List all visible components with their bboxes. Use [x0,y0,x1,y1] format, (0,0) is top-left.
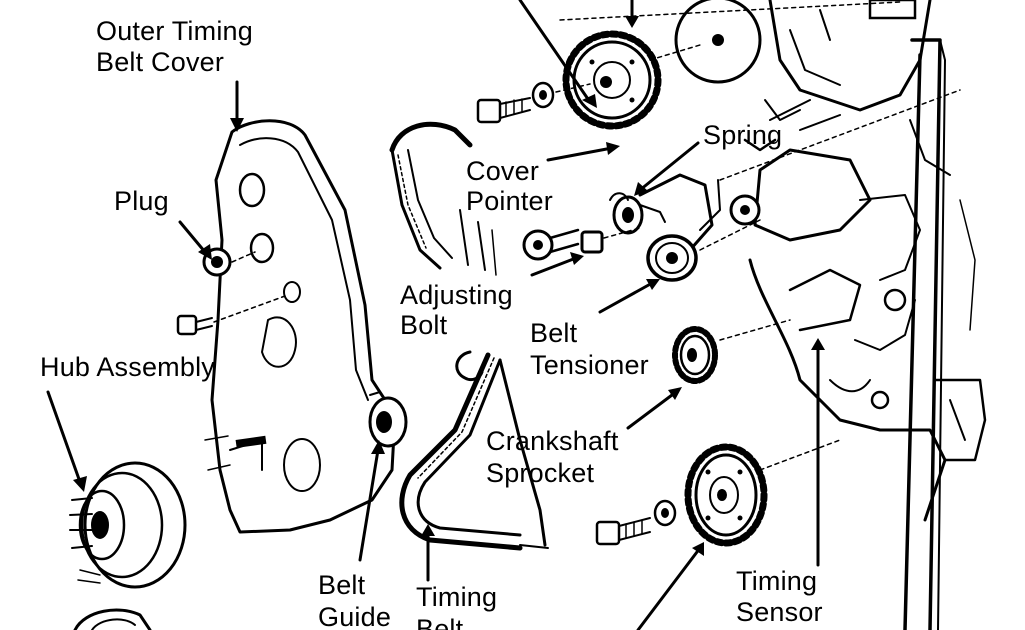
label-cover-pointer-line2: Pointer [466,186,553,216]
label-timing-sensor-line2: Sensor [736,597,823,627]
label-crankshaft-sprocket-line1: Crankshaft [486,426,619,456]
plug-part [202,247,256,277]
engine-block-upper [649,0,932,152]
label-timing-belt-line2: Belt [416,614,464,630]
belt-tensioner-assembly [609,173,721,282]
sprocket-bolt-lower [595,499,677,546]
outer-timing-belt-cover [204,119,397,534]
sprocket-bolt-upper [476,81,591,124]
label-crankshaft-sprocket-line2: Sprocket [486,458,594,488]
lower-sprocket-part [684,443,768,547]
cover-bolt [176,295,286,336]
camshaft-sprocket-upper [562,30,662,130]
label-belt-guide-line2: Guide [318,602,391,630]
label-adjusting-bolt-line2: Bolt [400,310,448,340]
timing-belt-part [389,121,549,551]
label-cover-pointer-line1: Cover [466,156,539,186]
label-plug: Plug [114,186,169,216]
engine-block-right [729,99,987,522]
label-belt-guide-line1: Belt [318,570,366,600]
label-timing-sensor-line1: Timing [736,566,817,596]
label-timing-belt-line1: Timing [416,582,497,612]
crankshaft-sprocket-part [672,326,718,384]
lower-pulley-partial [73,608,152,630]
label-hub-assembly: Hub Assembly [40,352,215,382]
label-outer-cover-line2: Belt Cover [96,47,224,77]
label-outer-cover-line1: Outer Timing [96,16,253,46]
label-belt-tensioner-line2: Tensioner [530,350,649,380]
timing-sensor-rod [903,38,946,630]
label-adjusting-bolt-line1: Adjusting [400,280,513,310]
belt-guide-part [368,391,408,448]
alignment-dash-lines [559,1,961,471]
adjusting-bolt-part [522,227,641,261]
leader-arrows [46,0,825,630]
label-spring: Spring [703,120,782,150]
hub-assembly-part [69,461,187,589]
label-belt-tensioner-line1: Belt [530,318,578,348]
